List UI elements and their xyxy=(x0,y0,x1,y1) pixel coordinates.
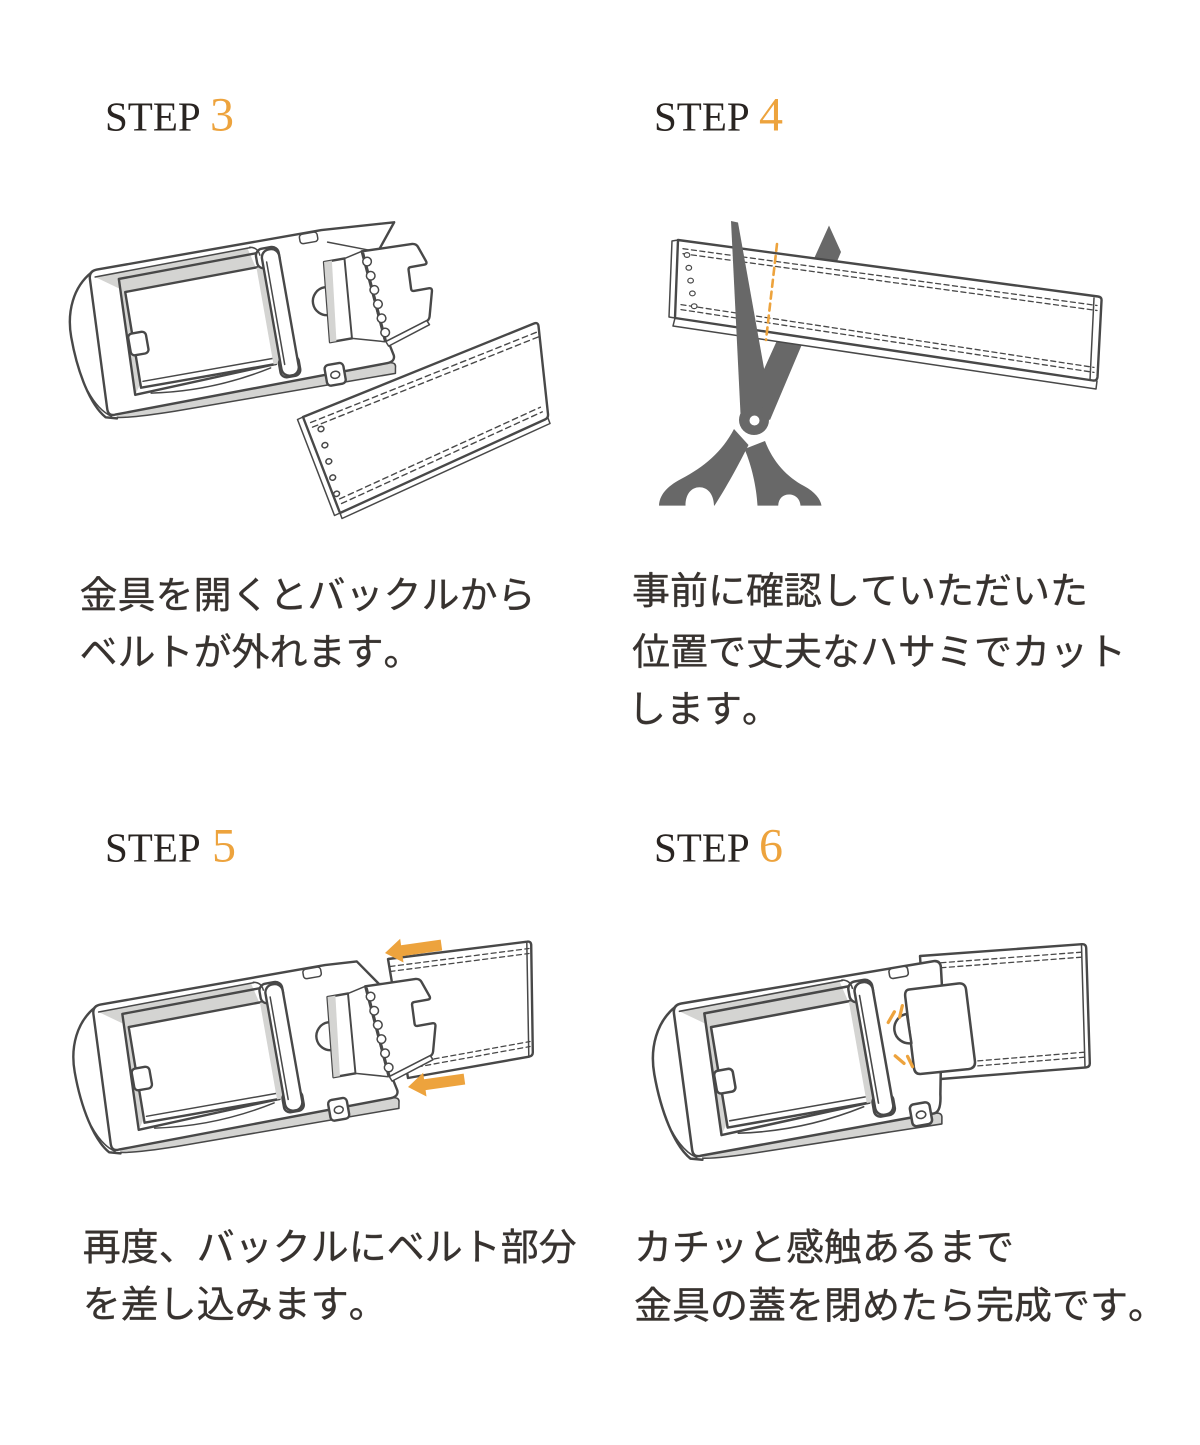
svg-text:4: 4 xyxy=(759,89,783,142)
svg-text:STEP: STEP xyxy=(654,94,750,140)
svg-text:5: 5 xyxy=(212,820,236,873)
svg-text:3: 3 xyxy=(210,89,234,142)
svg-text:STEP: STEP xyxy=(105,94,201,140)
svg-text:6: 6 xyxy=(759,820,783,873)
svg-text:STEP: STEP xyxy=(105,825,201,871)
svg-text:STEP: STEP xyxy=(654,825,750,871)
